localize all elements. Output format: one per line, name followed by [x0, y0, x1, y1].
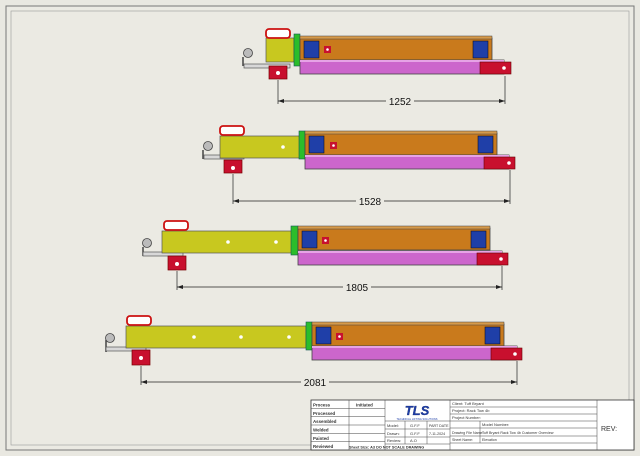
project-field: Project: Rack Tow 4b [452, 408, 490, 413]
assembly-2: 1528 [202, 125, 516, 208]
handle-icon [219, 125, 245, 136]
project-number-field: Project Number: [452, 415, 481, 420]
status-label-3: Welded [313, 428, 329, 433]
towball-icon [105, 333, 115, 343]
status-label-4: Painted [313, 436, 329, 441]
handle-icon [265, 28, 291, 39]
title-block: Process Initiated Processed Assembled We… [310, 399, 635, 451]
handle-icon [163, 220, 189, 231]
towball-icon [142, 238, 152, 248]
dimension-label-1: 1252 [389, 97, 412, 108]
dimension-label-2: 1528 [359, 197, 382, 208]
towball-icon [243, 48, 253, 58]
drawn-value: G.F.F [410, 431, 420, 436]
drawing-file-label: Drawing File Name: [452, 431, 484, 435]
revision-label: REV: [601, 426, 617, 433]
logo-subtext: TECHNICAL LIFTING SOLUTIONS [397, 417, 438, 421]
model-value: G.F.F [410, 423, 420, 428]
dimension-label-3: 1805 [346, 283, 369, 294]
model-label: Model: [387, 423, 399, 428]
company-logo: TLS TECHNICAL LIFTING SOLUTIONS [392, 402, 442, 421]
review-value: A.O [410, 438, 417, 443]
assembly-4: 2081 [105, 315, 523, 389]
review-label: Review: [387, 438, 401, 443]
assembly-1: 1252 [242, 28, 512, 108]
assembly-3: 1805 [142, 220, 509, 294]
sheet-name-value: Elevation [482, 438, 497, 442]
handle-icon [126, 315, 152, 326]
drawn-date: 7-11-2024 [429, 432, 445, 436]
model-number-field: Model Number: [482, 422, 509, 427]
drawing-file-value: Tuff Bryant Rack Tow 4b Customer Overvie… [482, 431, 554, 435]
sheet-name-label: Sheet Name: [452, 438, 473, 442]
sheet-size: Sheet Size: A3 DO NOT SCALE DRAWING [349, 446, 424, 450]
client-field: Client: Tuff Bryant [452, 401, 485, 406]
logo-text: TLS [405, 403, 430, 418]
status-label-0: Process [313, 403, 331, 408]
model-extra: PART DATE [429, 424, 449, 428]
status-value-0: Initiated [356, 403, 373, 408]
dimension-label-4: 2081 [304, 378, 327, 389]
status-label-1: Processed [313, 411, 336, 416]
drawn-label: Drawn: [387, 431, 400, 436]
towball-icon [203, 141, 213, 151]
status-label-2: Assembled [313, 419, 337, 424]
status-label-5: Reviewed [313, 444, 334, 449]
